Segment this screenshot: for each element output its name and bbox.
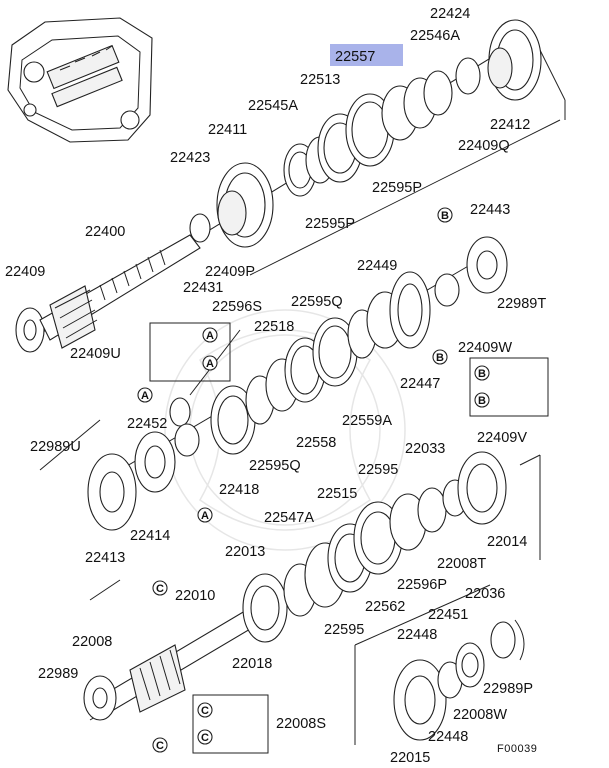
part-label-22400[interactable]: 22400 <box>85 224 125 240</box>
check-mark-letter: C <box>201 732 209 744</box>
check-mark-b: B <box>437 207 453 223</box>
check-mark-a: A <box>197 507 213 523</box>
part-label-22596S[interactable]: 22596S <box>212 299 262 315</box>
part-label-22515[interactable]: 22515 <box>317 486 357 502</box>
part-label-22014[interactable]: 22014 <box>487 534 527 550</box>
part-label-22595Q_a[interactable]: 22595Q <box>291 294 343 310</box>
check-mark-a: A <box>137 387 153 403</box>
part-label-22595_b[interactable]: 22595 <box>324 622 364 638</box>
check-mark-letter: C <box>156 740 164 752</box>
check-mark-letter: B <box>436 352 444 364</box>
check-mark-b: B <box>432 349 448 365</box>
part-label-22443[interactable]: 22443 <box>470 202 510 218</box>
middle-shaft-assembly <box>87 236 508 531</box>
part-label-22595_a[interactable]: 22595 <box>358 462 398 478</box>
part-label-22008[interactable]: 22008 <box>72 634 112 650</box>
part-label-22424[interactable]: 22424 <box>430 6 470 22</box>
check-mark-letter: B <box>441 210 449 222</box>
part-label-22431[interactable]: 22431 <box>183 280 223 296</box>
part-label-22411[interactable]: 22411 <box>208 122 247 138</box>
kit-boxes <box>149 322 549 754</box>
part-label-22036[interactable]: 22036 <box>465 586 505 602</box>
part-label-22015[interactable]: 22015 <box>390 750 430 766</box>
transaxle-inset-image <box>7 17 153 143</box>
part-label-22595P_a[interactable]: 22595P <box>372 180 422 196</box>
check-mark-letter: A <box>201 510 209 522</box>
part-label-22545A[interactable]: 22545A <box>248 98 298 114</box>
part-label-22013[interactable]: 22013 <box>225 544 265 560</box>
check-mark-letter: C <box>201 705 209 717</box>
check-mark-letter: A <box>206 330 214 342</box>
part-label-22451[interactable]: 22451 <box>428 607 468 623</box>
part-label-22452[interactable]: 22452 <box>127 416 167 432</box>
check-mark-letter: B <box>478 395 486 407</box>
part-label-22989U[interactable]: 22989U <box>30 439 81 455</box>
check-mark-letter: B <box>478 368 486 380</box>
check-mark-c: C <box>197 729 213 745</box>
part-label-22008S[interactable]: 22008S <box>276 716 326 732</box>
part-label-22008T[interactable]: 22008T <box>437 556 486 572</box>
part-label-22418[interactable]: 22418 <box>219 482 259 498</box>
check-marks: A A A A B B B B C C C C <box>137 207 490 753</box>
watermark-logo <box>164 309 406 551</box>
part-label-22008W[interactable]: 22008W <box>453 707 507 723</box>
part-label-22449[interactable]: 22449 <box>357 258 397 274</box>
part-label-22595P_b[interactable]: 22595P <box>305 216 355 232</box>
part-label-22423[interactable]: 22423 <box>170 150 210 166</box>
lower-shaft-assembly <box>83 451 525 741</box>
part-label-22409W[interactable]: 22409W <box>458 340 512 356</box>
part-label-22562[interactable]: 22562 <box>365 599 405 615</box>
part-label-22448_a[interactable]: 22448 <box>397 627 437 643</box>
check-mark-b: B <box>474 365 490 381</box>
highlight-22557 <box>330 44 403 66</box>
upper-shaft-assembly <box>15 19 542 353</box>
part-label-22989P[interactable]: 22989P <box>483 681 533 697</box>
part-label-22989T[interactable]: 22989T <box>497 296 546 312</box>
part-label-22513[interactable]: 22513 <box>300 72 340 88</box>
part-label-22557[interactable]: 22557 <box>335 49 375 65</box>
part-label-22409U[interactable]: 22409U <box>70 346 121 362</box>
part-label-22546A[interactable]: 22546A <box>410 28 460 44</box>
part-label-22559A[interactable]: 22559A <box>342 413 392 429</box>
part-label-22018[interactable]: 22018 <box>232 656 272 672</box>
part-label-22448_b[interactable]: 22448 <box>428 729 468 745</box>
part-label-22447[interactable]: 22447 <box>400 376 440 392</box>
part-label-22596P[interactable]: 22596P <box>397 577 447 593</box>
part-label-22010[interactable]: 22010 <box>175 588 215 604</box>
part-label-22989[interactable]: 22989 <box>38 666 78 682</box>
part-label-22412[interactable]: 22412 <box>490 117 530 133</box>
check-mark-a: A <box>202 327 218 343</box>
part-label-22033[interactable]: 22033 <box>405 441 445 457</box>
check-mark-c: C <box>197 702 213 718</box>
check-mark-a: A <box>202 355 218 371</box>
check-mark-c: C <box>152 737 168 753</box>
part-label-22413[interactable]: 22413 <box>85 550 125 566</box>
part-label-22414[interactable]: 22414 <box>130 528 170 544</box>
part-label-22558[interactable]: 22558 <box>296 435 336 451</box>
check-mark-letter: A <box>206 358 214 370</box>
part-label-22409[interactable]: 22409 <box>5 264 45 280</box>
part-label-22409Q[interactable]: 22409Q <box>458 138 510 154</box>
part-label-22409V[interactable]: 22409V <box>477 430 527 446</box>
part-label-22518[interactable]: 22518 <box>254 319 294 335</box>
check-mark-letter: A <box>141 390 149 402</box>
part-label-22547A[interactable]: 22547A <box>264 510 314 526</box>
part-label-22595Q_b[interactable]: 22595Q <box>249 458 301 474</box>
part-label-22409P[interactable]: 22409P <box>205 264 255 280</box>
check-mark-b: B <box>474 392 490 408</box>
check-mark-c: C <box>152 580 168 596</box>
check-mark-letter: C <box>156 583 164 595</box>
diagram-code: F00039 <box>497 743 537 755</box>
